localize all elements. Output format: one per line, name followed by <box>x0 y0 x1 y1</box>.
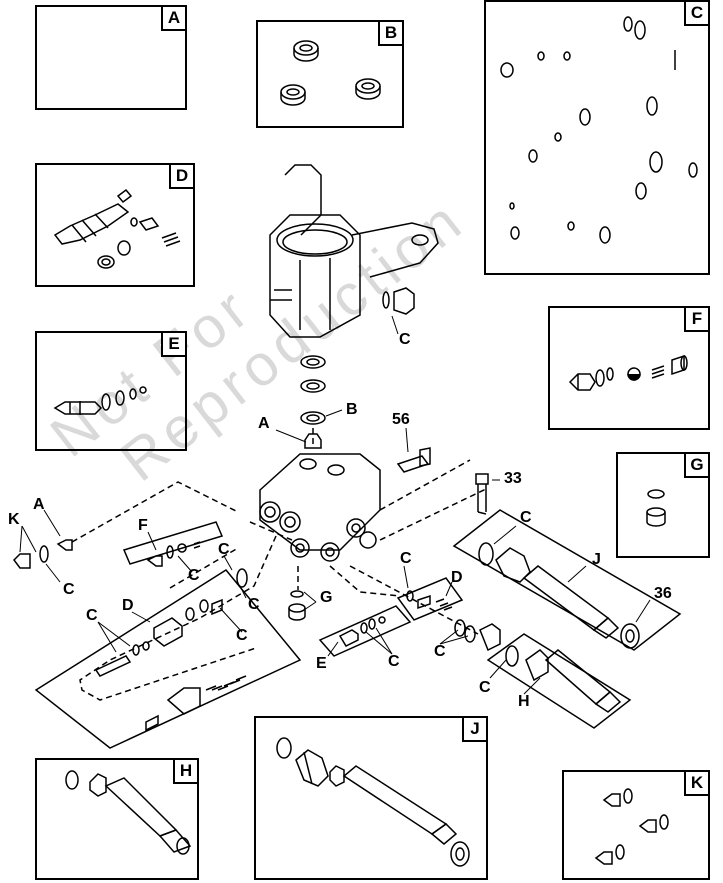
o-rings-drawing <box>500 16 698 244</box>
h-connection-drawing <box>454 619 501 652</box>
box-e-label: E <box>161 331 187 357</box>
callout-d-left: D <box>122 597 134 614</box>
callout-c-h2: C <box>479 679 491 696</box>
g-kit-drawing <box>646 489 666 527</box>
f-kit-drawing <box>568 354 688 391</box>
seals-drawing <box>280 40 381 106</box>
unloader-kit-drawing <box>53 188 181 269</box>
callout-a-top: A <box>258 415 270 432</box>
center-seal-stack <box>300 355 326 449</box>
callout-j-right: J <box>592 551 601 568</box>
callout-d-mid: D <box>451 569 463 586</box>
j-inlet-drawing <box>276 737 470 867</box>
callout-c-h1: C <box>434 643 446 660</box>
box-j: J <box>254 716 488 880</box>
callout-c-d1: C <box>86 607 98 624</box>
callout-f-mid: F <box>138 517 148 534</box>
box-a: A <box>35 5 187 110</box>
plug-c-drawing <box>382 287 415 315</box>
box-d: D <box>35 163 195 287</box>
leader-lines <box>19 315 651 695</box>
callout-56: 56 <box>392 411 410 428</box>
box-f-label: F <box>684 306 710 332</box>
callout-c-mid2: C <box>248 596 260 613</box>
box-h-label: H <box>173 758 199 784</box>
box-k: K <box>562 770 710 880</box>
callout-e-mid: E <box>316 655 327 672</box>
callout-c-f: C <box>188 567 200 584</box>
box-e: E <box>35 331 187 451</box>
callout-c-left: C <box>63 581 75 598</box>
manifold-drawing <box>259 453 381 562</box>
box-g-label: G <box>684 452 710 478</box>
k-plugs-drawing <box>594 788 669 865</box>
box-h: H <box>35 758 199 880</box>
callout-c-e: C <box>388 653 400 670</box>
d-group-drawing <box>34 568 302 749</box>
bolt-33-drawing <box>475 473 489 515</box>
callout-c-d2: C <box>236 627 248 644</box>
callout-c-mid1: C <box>218 541 230 558</box>
callout-b-top: B <box>346 401 358 418</box>
h-outlet-drawing <box>65 770 192 855</box>
callout-c-right-upper: C <box>520 509 532 526</box>
box-d-label: D <box>169 163 195 189</box>
f-mid-group-drawing <box>122 521 224 567</box>
callout-c-plug: C <box>399 331 411 348</box>
e-kit-drawing <box>53 386 147 415</box>
j-right-drawing <box>452 509 682 651</box>
callout-k-left: K <box>8 511 20 528</box>
callout-h-right: H <box>518 693 530 710</box>
box-a-label: A <box>161 5 187 31</box>
box-b-label: B <box>378 20 404 46</box>
callout-36: 36 <box>654 585 672 602</box>
g-mid-drawing <box>288 590 306 621</box>
callout-33: 33 <box>504 470 522 487</box>
callout-a-left: A <box>33 496 45 513</box>
pump-housing-drawing <box>269 164 439 338</box>
callout-c-g: C <box>400 550 412 567</box>
assembly-lines <box>71 428 489 701</box>
box-c: C <box>484 0 710 275</box>
box-g: G <box>616 452 710 558</box>
e-mid-group-drawing <box>318 605 412 657</box>
h-right-drawing <box>486 633 632 729</box>
left-plug-drawing <box>13 539 73 569</box>
box-f: F <box>548 306 710 430</box>
box-c-label: C <box>684 0 710 26</box>
fitting-56-drawing <box>396 447 431 473</box>
box-k-label: K <box>684 770 710 796</box>
callout-g-mid: G <box>320 589 333 606</box>
box-b: B <box>256 20 404 128</box>
box-j-label: J <box>462 716 488 742</box>
